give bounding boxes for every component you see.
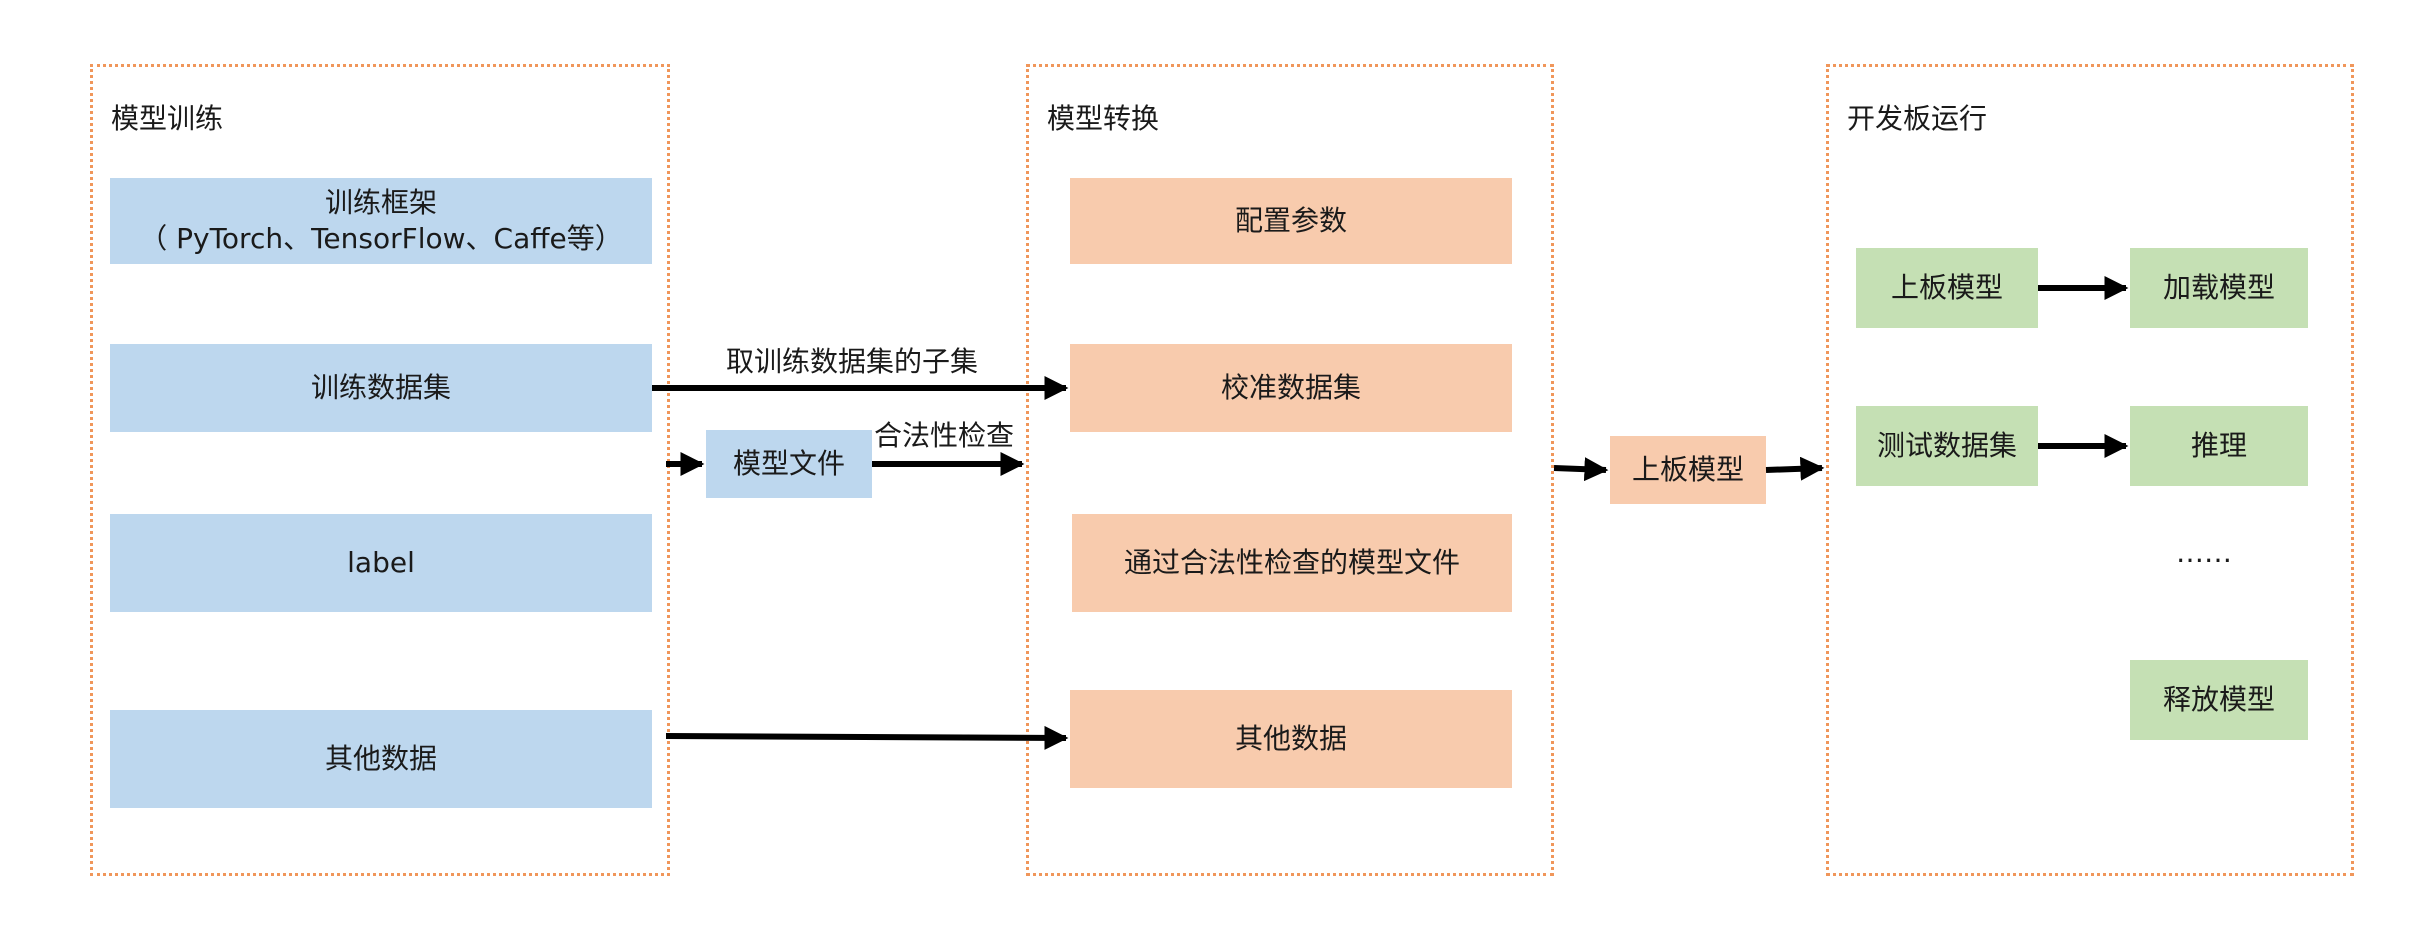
- model-file-box: 模型文件: [706, 430, 872, 498]
- calibration-dataset-label: 校准数据集: [1220, 370, 1361, 404]
- test-dataset-label: 测试数据集: [1876, 428, 2017, 462]
- subset-edge-label: 取训练数据集的子集: [726, 345, 979, 378]
- training-panel: 模型训练: [90, 64, 670, 876]
- training-dataset-label: 训练数据集: [310, 370, 451, 404]
- release-model-box: 释放模型: [2130, 660, 2308, 740]
- inference-box: 推理: [2130, 406, 2308, 486]
- inference-label: 推理: [2190, 428, 2247, 462]
- training-panel-title: 模型训练: [111, 102, 224, 135]
- load-model-label: 加载模型: [2162, 270, 2275, 304]
- config-params-label: 配置参数: [1234, 203, 1347, 237]
- board-panel-title: 开发板运行: [1847, 102, 1988, 135]
- load-model-box: 加载模型: [2130, 248, 2308, 328]
- conversion-panel-title: 模型转换: [1047, 102, 1160, 135]
- label-box-text: label: [347, 545, 415, 579]
- board-upload-model-label: 上板模型: [1890, 270, 2003, 304]
- conversion-panel: 模型转换: [1026, 64, 1554, 876]
- upload-model-box: 上板模型: [1610, 436, 1766, 504]
- label-box: label: [110, 514, 652, 612]
- config-params-box: 配置参数: [1070, 178, 1512, 264]
- arrow-conversion-to-upload: [1553, 457, 1609, 482]
- calibration-dataset-box: 校准数据集: [1070, 344, 1512, 432]
- training-other-data-box: 其他数据: [110, 710, 652, 808]
- model-file-label: 模型文件: [732, 446, 845, 480]
- conversion-other-data-label: 其他数据: [1234, 721, 1347, 755]
- validated-model-box: 通过合法性检查的模型文件: [1072, 514, 1512, 612]
- board-panel: 开发板运行: [1826, 64, 2354, 876]
- arrow-upload-to-board: [1765, 456, 1825, 481]
- ellipsis-text: ……: [2176, 536, 2232, 569]
- arrow-other-to-other: [665, 725, 1069, 750]
- training-dataset-box: 训练数据集: [110, 344, 652, 432]
- test-dataset-box: 测试数据集: [1856, 406, 2038, 486]
- validated-model-label: 通过合法性检查的模型文件: [1123, 545, 1460, 579]
- conversion-other-data-box: 其他数据: [1070, 690, 1512, 788]
- training-other-data-label: 其他数据: [324, 741, 437, 775]
- training-framework-examples: （ PyTorch、TensorFlow、Caffe等）: [139, 222, 623, 255]
- validity-check-edge-label: 合法性检查: [874, 419, 1015, 452]
- board-upload-model-box: 上板模型: [1856, 248, 2038, 328]
- training-framework-title: 训练框架: [324, 185, 437, 219]
- training-framework-box: 训练框架 （ PyTorch、TensorFlow、Caffe等）: [110, 178, 652, 264]
- upload-model-label: 上板模型: [1631, 452, 1744, 486]
- release-model-label: 释放模型: [2162, 682, 2275, 716]
